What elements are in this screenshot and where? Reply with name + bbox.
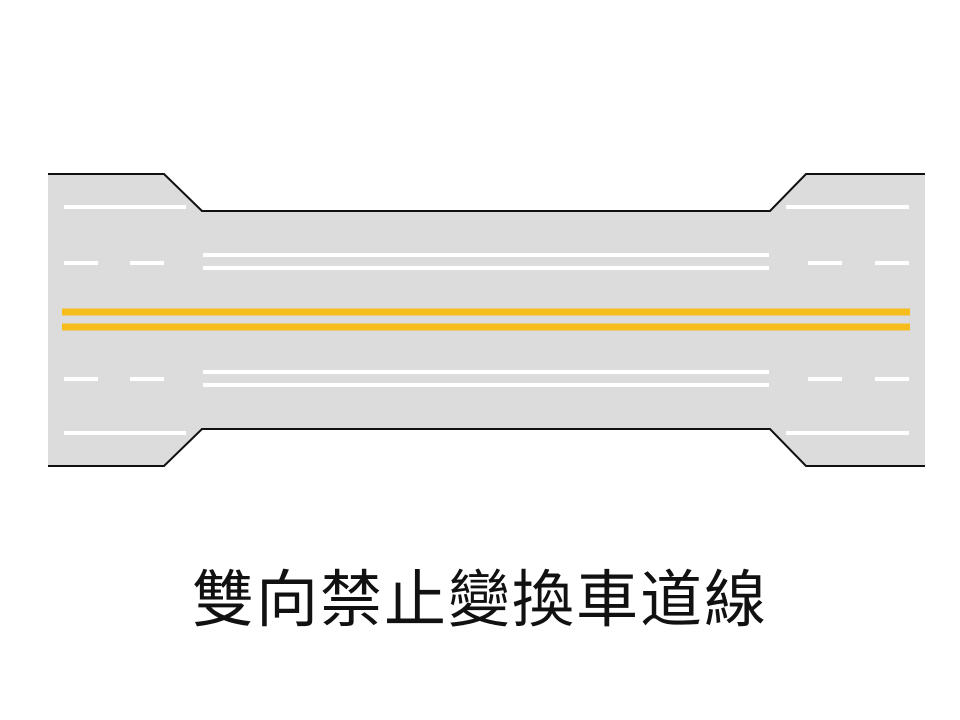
road-edge-top (48, 173, 925, 212)
diagram-caption: 雙向禁止變換車道線 (191, 563, 768, 636)
road-surface (48, 174, 925, 466)
road-edge-bottom (48, 428, 925, 467)
